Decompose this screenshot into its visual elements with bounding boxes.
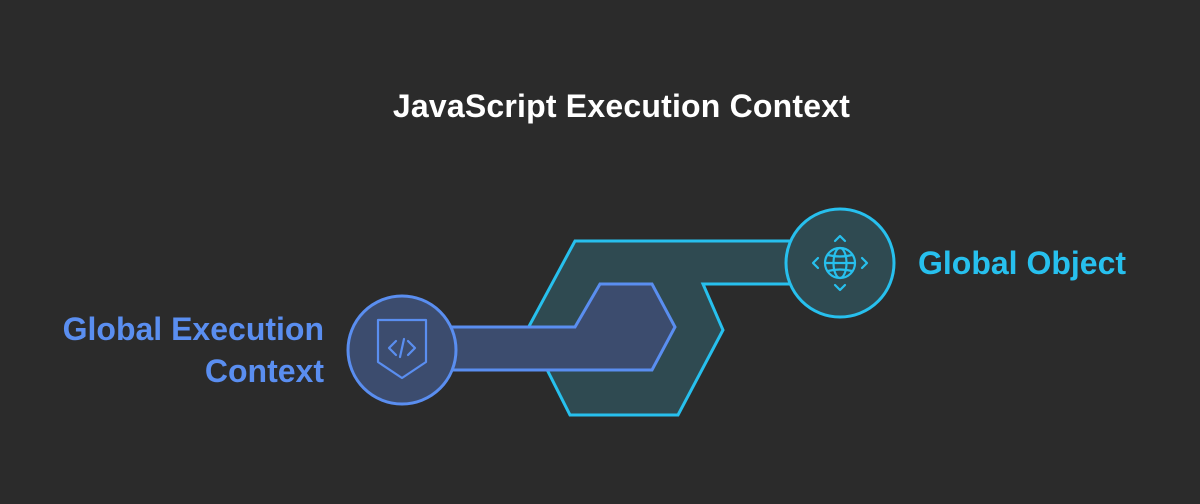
gec-label-line-2: Context [204, 353, 324, 389]
global-object-node [784, 207, 896, 319]
global-execution-context-label: Global Execution Context [63, 308, 324, 392]
gec-node [346, 294, 458, 406]
global-object-label: Global Object [918, 245, 1127, 281]
diagram-title: JavaScript Execution Context [392, 88, 851, 124]
gec-label-line-1: Global Execution [62, 311, 324, 347]
code-file-icon [376, 318, 428, 380]
globe-navigation-icon [811, 234, 869, 292]
